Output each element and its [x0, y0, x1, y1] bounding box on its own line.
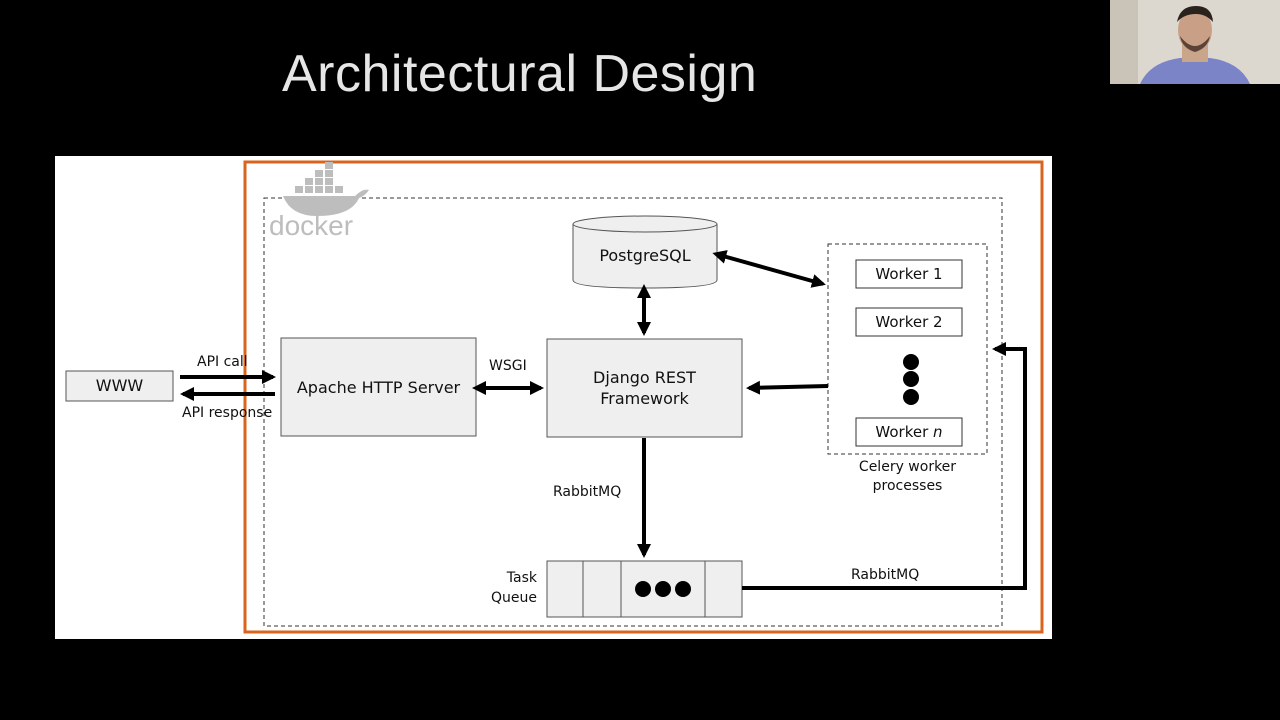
celery-label-line2: processes: [872, 478, 943, 494]
task-queue-label-line1: Task: [506, 570, 537, 586]
worker-2-label: Worker 2: [875, 313, 943, 331]
worker-2-box: [855, 307, 963, 337]
api-response-label: API response: [182, 405, 273, 421]
task-queue: [546, 560, 743, 618]
worker-ellipsis-dot: [903, 371, 919, 387]
worker-n-label: Worker n: [856, 422, 962, 442]
worker-n-box: [855, 417, 963, 447]
worker-ellipsis-dot: [903, 354, 919, 370]
postgres-label: PostgreSQL: [599, 246, 691, 265]
architecture-diagram: docker WWW API call API response Apache …: [55, 156, 1052, 639]
wsgi-label: WSGI: [489, 358, 527, 374]
slide-title: Architectural Design: [282, 45, 758, 103]
docker-frame: [243, 160, 1044, 634]
worker-n-variable: n: [933, 423, 943, 441]
docker-logo: [283, 162, 369, 216]
worker-1-label: Worker 1: [875, 265, 943, 283]
workers-django-arrow: [746, 380, 829, 395]
docker-container-border: [263, 197, 1003, 627]
django-label-line2: Framework: [600, 389, 689, 408]
task-queue-label-line2: Queue: [491, 590, 537, 606]
django-label-line1: Django REST: [593, 368, 696, 387]
worker-n-prefix: Worker: [875, 423, 934, 441]
presenter-webcam: [1110, 0, 1280, 84]
www-box: [65, 370, 174, 402]
celery-group-border: [827, 243, 988, 455]
api-call-label: API call: [197, 354, 248, 370]
rabbitmq-right-label: RabbitMQ: [851, 567, 920, 583]
docker-logo-text: docker: [269, 210, 354, 241]
postgres-cylinder: [572, 215, 718, 289]
worker-ellipsis-dot: [903, 389, 919, 405]
postgres-workers-arrow: [712, 250, 826, 288]
worker-1-box: [855, 259, 963, 289]
celery-label-line1: Celery worker: [858, 459, 957, 475]
queue-workers-arrow: [742, 342, 1027, 590]
www-label: WWW: [95, 376, 144, 395]
django-box: [546, 338, 743, 438]
apache-label: Apache HTTP Server: [296, 378, 461, 397]
rabbitmq-down-label: RabbitMQ: [553, 484, 622, 500]
